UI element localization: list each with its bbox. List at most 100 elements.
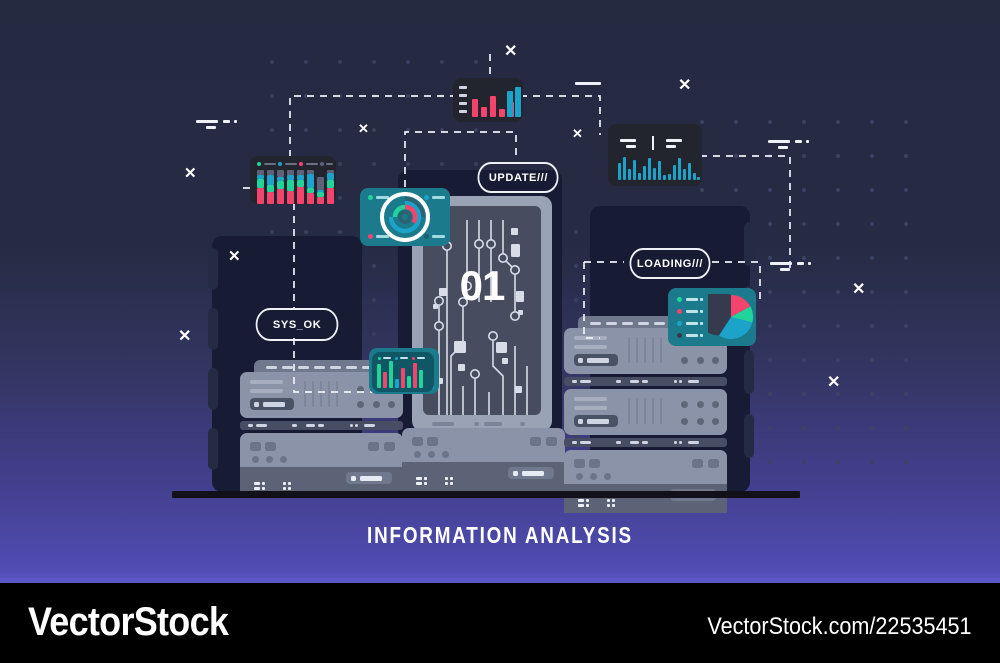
vent [636, 398, 638, 424]
widget-stacked-bars[interactable] [250, 156, 336, 204]
legend-dot [424, 234, 429, 239]
legend-dot [257, 162, 261, 166]
unit-dot [590, 473, 597, 480]
footer: VectorStock VectorStock.com/22535451 [0, 583, 1000, 663]
legend-dot [677, 321, 682, 326]
widget-small-bars-overlay[interactable] [372, 352, 434, 392]
unit-dot [414, 451, 421, 458]
tick-decoration-midright [770, 260, 818, 272]
unit-square [589, 459, 600, 468]
led-bar [574, 345, 607, 349]
rack-left-topcap [254, 360, 402, 374]
badge-update[interactable]: UPDATE/// [477, 162, 559, 193]
footer-accent-bar [0, 578, 1000, 583]
x-marker: ✕ [827, 374, 841, 391]
status-dot [712, 401, 719, 408]
widget-top-bars[interactable] [453, 78, 523, 122]
status-dot [712, 418, 719, 425]
circuit-traces [433, 220, 528, 415]
legend-line [700, 298, 703, 301]
legend-line [285, 163, 297, 165]
legend-line [432, 196, 445, 199]
legend-dot [677, 309, 682, 314]
tick-decoration-top [575, 80, 605, 86]
unit-square [250, 442, 261, 451]
led-bar [250, 389, 283, 393]
status-dot [697, 357, 704, 364]
badge-loading-label: LOADING/// [636, 257, 704, 270]
unit-square [546, 437, 557, 446]
legend-line [432, 235, 445, 238]
unit-panel [346, 472, 392, 484]
unit-dot [280, 456, 287, 463]
unit-square [530, 437, 541, 446]
legend-dot [278, 162, 282, 166]
ground-line [172, 491, 800, 498]
legend-line [417, 357, 425, 359]
x-marker: ✕ [678, 77, 692, 94]
unit-dot [266, 456, 273, 463]
badge-loading[interactable]: LOADING/// [629, 248, 711, 279]
status-dot [681, 357, 688, 364]
vent [628, 337, 630, 363]
connector-lines [243, 50, 791, 393]
legend-dot [378, 357, 381, 360]
status-dot [681, 401, 688, 408]
panel-foot-mid [474, 422, 479, 426]
legend-line [264, 163, 276, 165]
legend-dot [368, 195, 373, 200]
unit-dot [576, 473, 583, 480]
vent [636, 337, 638, 363]
badge-sys-ok-label: SYS_OK [272, 318, 322, 331]
vent [628, 398, 630, 424]
legend-dot [412, 357, 415, 360]
widget-histogram[interactable] [608, 124, 702, 186]
legend-line [383, 357, 391, 359]
unit-lower [402, 462, 565, 491]
x-marker: ✕ [228, 248, 241, 265]
unit-display [574, 354, 618, 366]
status-dot [373, 401, 380, 408]
badge-sys-ok[interactable]: SYS_OK [255, 308, 339, 341]
legend-dot [320, 162, 324, 166]
panel-foot-left [432, 422, 454, 426]
x-marker: ✕ [504, 43, 518, 60]
unit-square [708, 459, 719, 468]
unit-dot [252, 456, 259, 463]
unit-dot [442, 451, 449, 458]
led-bar [574, 397, 607, 401]
unit-square [384, 442, 395, 451]
vectorstock-logo: VectorStock [28, 600, 229, 644]
legend-line [700, 322, 703, 325]
unit-square [265, 442, 276, 451]
rack-strip [564, 377, 727, 386]
widget-radar[interactable] [360, 188, 450, 246]
status-dot [697, 418, 704, 425]
unit-display [250, 398, 294, 410]
legend-dot [299, 162, 303, 166]
widget-pie[interactable] [668, 288, 756, 346]
x-marker: ✕ [852, 281, 866, 298]
legend-line [400, 357, 408, 359]
illustration-title: INFORMATION ANALYSIS [367, 522, 633, 548]
legend-line [686, 298, 698, 301]
legend-line [376, 235, 389, 238]
status-dot [357, 401, 364, 408]
vent [320, 381, 322, 407]
unit-square [692, 459, 703, 468]
badge-update-label: UPDATE/// [488, 171, 548, 184]
tick-decoration-topleft [196, 118, 244, 130]
legend-line [700, 334, 703, 337]
vent [328, 381, 330, 407]
legend-line [376, 196, 389, 199]
vent [336, 381, 338, 407]
vent [652, 398, 654, 424]
legend-line [306, 163, 318, 165]
vent [312, 381, 314, 407]
unit-square [574, 459, 585, 468]
panel-foot-mid2 [484, 422, 502, 426]
x-marker: ✕ [184, 165, 197, 182]
x-marker: ✕ [572, 126, 583, 141]
legend-line [686, 322, 698, 325]
status-dot [681, 418, 688, 425]
